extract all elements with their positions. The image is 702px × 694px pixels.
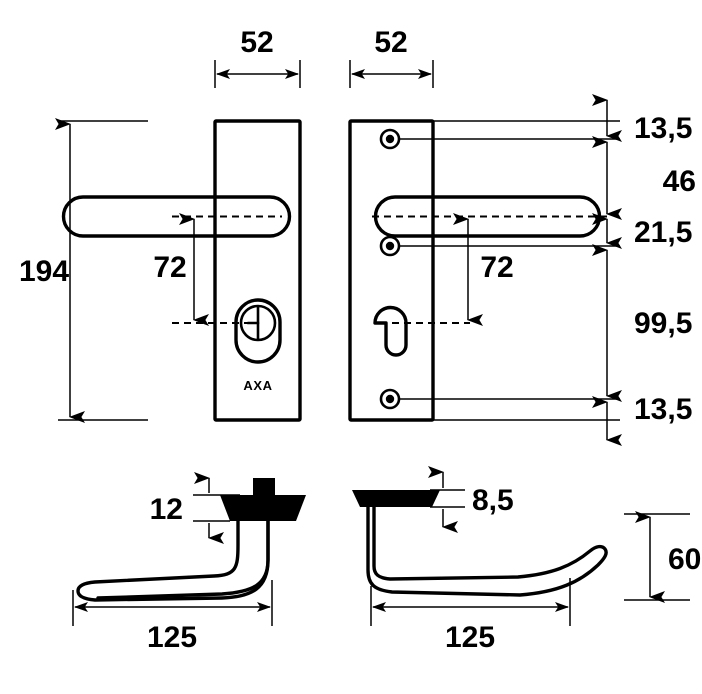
- dim-rosette-height-12: 12: [150, 472, 240, 544]
- dim-label-52-right: 52: [374, 26, 407, 59]
- dim-label-125-right: 125: [445, 621, 495, 654]
- dim-label-60: 60: [668, 543, 701, 576]
- middle-screw-hole-inner: [385, 241, 395, 251]
- dim-label-8-5: 8,5: [472, 484, 514, 517]
- dim-label-125-left: 125: [147, 621, 197, 654]
- thumbturn-knob: [239, 304, 277, 342]
- euro-keyhole: [373, 305, 408, 357]
- right-lever-side-view: [352, 490, 608, 597]
- dim-label-72-right: 72: [480, 251, 513, 284]
- bottom-screw-hole-inner: [385, 394, 395, 404]
- dim-plate-height-194: 194: [19, 118, 148, 423]
- right-rosette: [352, 490, 440, 507]
- dim-label-52-left: 52: [240, 26, 273, 59]
- dim-72-left: 72: [153, 213, 209, 326]
- dim-label-194: 194: [19, 255, 69, 288]
- left-lever-inner-edge: [96, 519, 270, 600]
- left-spindle-nub: [253, 478, 275, 495]
- dim-label-46: 46: [663, 165, 696, 198]
- right-plate-body: [348, 119, 435, 422]
- left-lever-handle: [61, 195, 292, 238]
- dim-72-right: 72: [453, 213, 514, 326]
- dim-label-99-5: 99,5: [634, 307, 692, 340]
- left-lever-profile: [76, 519, 270, 602]
- dim-rosette-height-8-5: 8,5: [428, 466, 514, 533]
- dim-plate-width-right: 52: [349, 26, 434, 88]
- dim-label-13-5-top: 13,5: [634, 112, 692, 145]
- left-rosette: [220, 495, 306, 521]
- dim-plate-width-left: 52: [214, 26, 301, 88]
- dim-lever-length-125-left: 125: [72, 580, 273, 654]
- top-screw-hole-inner: [385, 134, 395, 144]
- dim-label-13-5-bottom: 13,5: [634, 393, 692, 426]
- right-backplate: [348, 119, 607, 422]
- dim-label-72-left: 72: [153, 251, 186, 284]
- dim-lever-length-125-right: 125: [370, 578, 571, 654]
- right-lever-profile: [366, 505, 608, 597]
- left-lever-side-view: [76, 478, 306, 602]
- dim-label-21-5: 21,5: [634, 216, 692, 249]
- left-backplate: AXA: [61, 119, 302, 422]
- thumbturn-body: [234, 298, 282, 364]
- dim-label-12: 12: [150, 493, 183, 526]
- dim-lever-projection-60: 60: [624, 511, 701, 603]
- left-plate-body: [213, 119, 302, 422]
- axa-logo-text: AXA: [243, 378, 272, 393]
- right-dimension-stack: 13,5 46 21,5 99,5 13,5: [399, 94, 696, 446]
